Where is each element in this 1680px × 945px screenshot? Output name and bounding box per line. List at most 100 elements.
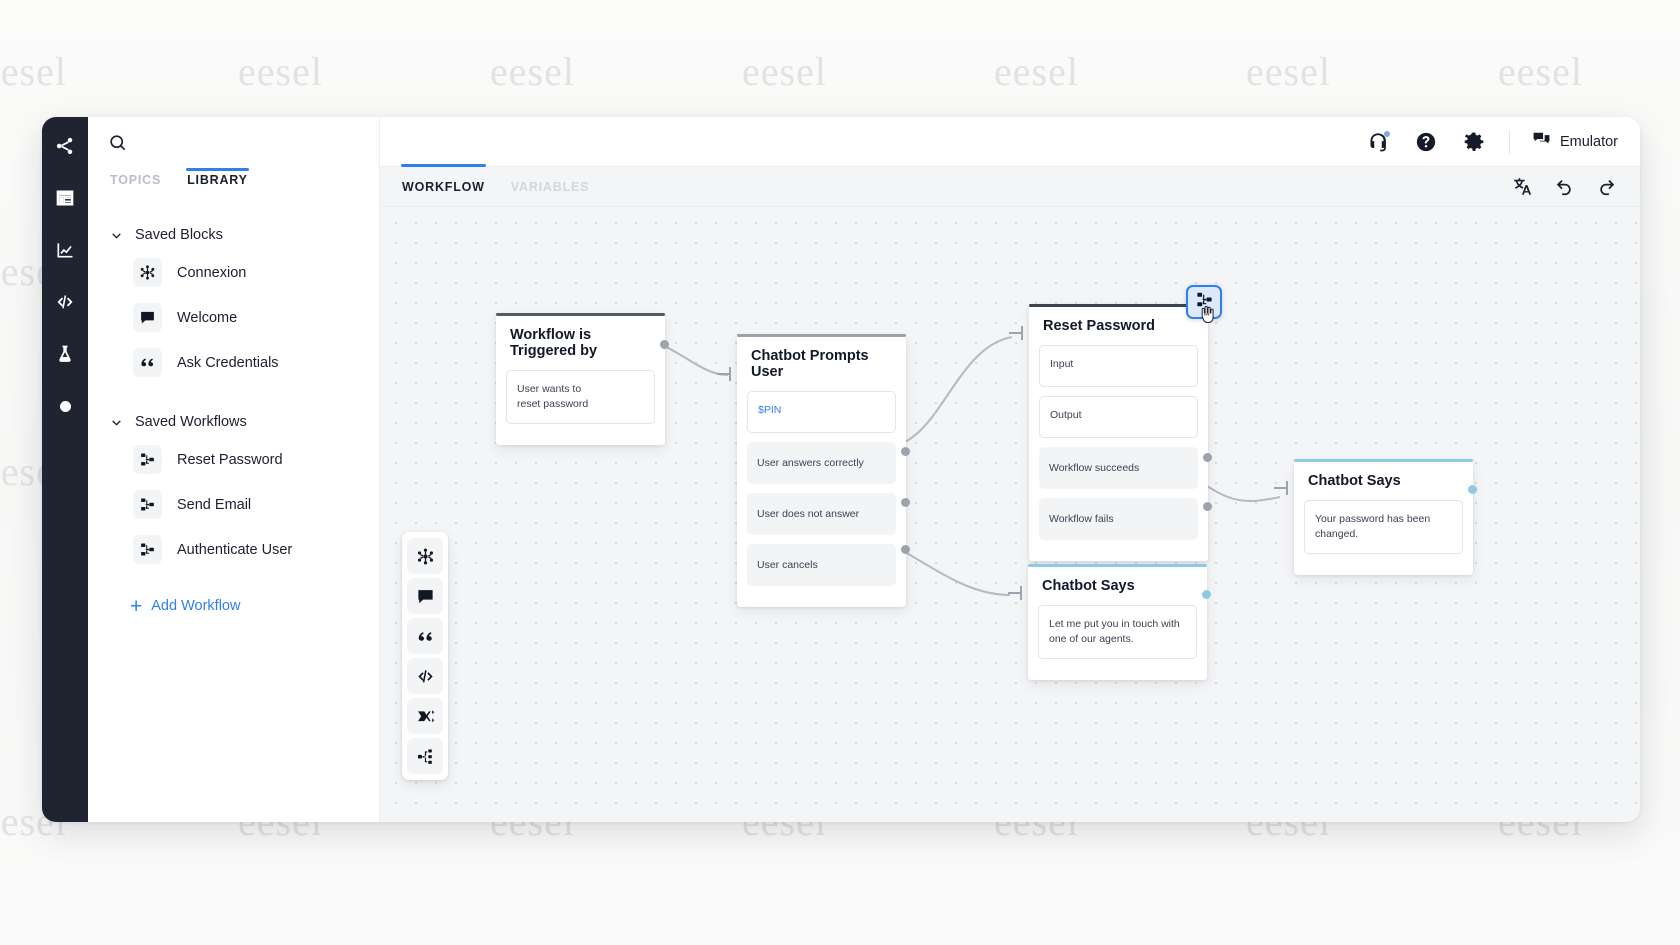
headset-support-icon[interactable] [1365, 129, 1391, 155]
node-branch-port[interactable] [901, 447, 910, 456]
node-workflow-trigger[interactable]: Workflow is Triggered by User wants to r… [496, 313, 669, 446]
list-item-label: Welcome [177, 309, 238, 326]
status-dot-icon[interactable] [52, 393, 78, 419]
node-type-badge-reset-password[interactable] [1186, 285, 1222, 319]
node-field-message[interactable]: Let me put you in touch with one of our … [1038, 605, 1197, 660]
help-circle-icon[interactable] [1413, 129, 1439, 155]
branch-block-icon[interactable] [407, 698, 443, 734]
node-branch[interactable]: Workflow succeeds [1039, 447, 1198, 489]
redo-icon[interactable] [1596, 176, 1618, 198]
node-chatbot-says-changed[interactable]: Chatbot Says Your password has been chan… [1274, 459, 1477, 576]
code-block-icon[interactable] [407, 658, 443, 694]
node-reset-password[interactable]: Reset Password Input Output Workflow suc… [1009, 304, 1212, 561]
watermark-text: eesel [0, 49, 67, 94]
list-item-label: Send Email [177, 496, 252, 513]
workflow-icon [133, 535, 162, 564]
node-branch[interactable]: Workflow fails [1039, 498, 1198, 540]
node-accent-bar [1028, 564, 1207, 567]
code-brackets-icon[interactable] [52, 289, 78, 315]
chat-emulator-icon [1532, 130, 1551, 153]
watermark-text: eesel [490, 49, 575, 94]
node-field-output[interactable]: Output [1039, 396, 1198, 438]
list-item-label: Reset Password [177, 451, 283, 468]
node-branch[interactable]: User cancels [747, 544, 896, 586]
node-field-input[interactable]: Input [1039, 345, 1198, 387]
group-header-saved-workflows[interactable]: Saved Workflows [88, 407, 379, 437]
chat-block-icon[interactable] [407, 578, 443, 614]
watermark-text: eesel [1498, 49, 1583, 94]
library-panel: TOPICS LIBRARY Saved Blocks Connexion We… [88, 117, 380, 822]
library-tabs: TOPICS LIBRARY [88, 167, 379, 196]
node-field-message[interactable]: Your password has been changed. [1304, 500, 1463, 555]
chevron-down-icon [110, 229, 123, 242]
list-item[interactable]: Welcome [88, 295, 379, 340]
node-branch[interactable]: User does not answer [747, 493, 896, 535]
tab-library[interactable]: LIBRARY [186, 168, 249, 196]
translate-icon[interactable] [1512, 176, 1534, 198]
undo-icon[interactable] [1554, 176, 1576, 198]
watermark-text: eesel [1246, 49, 1331, 94]
workflow-icon [133, 445, 162, 474]
layout-dashboard-icon[interactable] [52, 185, 78, 211]
status-dot [59, 400, 71, 412]
node-accent-bar [737, 334, 906, 337]
emulator-button[interactable]: Emulator [1532, 130, 1618, 153]
connexion-block-icon[interactable] [407, 538, 443, 574]
list-item-label: Ask Credentials [177, 354, 279, 371]
gear-settings-icon[interactable] [1461, 129, 1487, 155]
workflow-canvas[interactable]: Workflow is Triggered by User wants to r… [380, 207, 1640, 822]
chart-line-icon[interactable] [52, 237, 78, 263]
node-output-port[interactable] [1468, 485, 1477, 494]
quote-block-icon[interactable] [407, 618, 443, 654]
group-header-saved-blocks[interactable]: Saved Blocks [88, 220, 379, 250]
node-chatbot-says-agents[interactable]: Chatbot Says Let me put you in touch wit… [1008, 564, 1211, 681]
list-item[interactable]: Connexion [88, 250, 379, 295]
quote-icon [133, 348, 162, 377]
node-branch[interactable]: User answers correctly [747, 442, 896, 484]
canvas-tools [1512, 176, 1640, 198]
toolbar-divider [1508, 129, 1510, 154]
node-input-stub [1274, 487, 1288, 489]
library-body: Saved Blocks Connexion Welcome Ask Crede… [88, 196, 379, 822]
flask-icon[interactable] [52, 341, 78, 367]
group-title: Saved Blocks [135, 227, 223, 243]
node-accent-bar [1294, 459, 1473, 462]
node-title: Reset Password [1043, 318, 1156, 334]
connexion-icon [133, 258, 162, 287]
watermark-text: eesel [742, 49, 827, 94]
node-input-stub [717, 373, 731, 375]
list-item-label: Authenticate User [177, 541, 293, 558]
add-workflow-button[interactable]: + Add Workflow [88, 586, 379, 626]
list-item[interactable]: Ask Credentials [88, 340, 379, 385]
block-palette [402, 532, 448, 780]
tab-workflow[interactable]: WORKFLOW [401, 163, 486, 204]
node-output-port[interactable] [1202, 590, 1211, 599]
node-branch-port[interactable] [1203, 453, 1212, 462]
workflow-editor: Emulator WORKFLOW VARIABLES [380, 117, 1640, 822]
workflow-icon [1195, 290, 1214, 314]
tab-topics[interactable]: TOPICS [110, 173, 162, 187]
node-title: Workflow is Triggered by [510, 327, 598, 359]
list-item[interactable]: Send Email [88, 482, 379, 527]
tab-variables[interactable]: VARIABLES [510, 179, 590, 194]
canvas-tab-bar: WORKFLOW VARIABLES [380, 163, 1640, 207]
list-item[interactable]: Authenticate User [88, 527, 379, 572]
chat-bubble-icon [133, 303, 162, 332]
workflow-icon [133, 490, 162, 519]
variable-token: $PIN [758, 404, 782, 416]
node-chatbot-prompts-user[interactable]: Chatbot Prompts User $PIN User answers c… [717, 334, 910, 607]
node-field-trigger-text[interactable]: User wants to reset password [506, 370, 655, 425]
search-icon [110, 134, 126, 150]
add-workflow-label: Add Workflow [151, 598, 241, 614]
search-input[interactable] [88, 117, 379, 167]
emulator-label: Emulator [1559, 133, 1618, 150]
chevron-down-icon [110, 416, 123, 429]
list-item[interactable]: Reset Password [88, 437, 379, 482]
node-output-port[interactable] [660, 340, 669, 349]
node-branch-port[interactable] [1203, 502, 1212, 511]
node-branch-port[interactable] [901, 545, 910, 554]
node-field-prompt-input[interactable]: $PIN [747, 391, 896, 433]
node-branch-port[interactable] [901, 498, 910, 507]
workflow-block-icon[interactable] [407, 738, 443, 774]
share-nodes-icon[interactable] [52, 133, 78, 159]
